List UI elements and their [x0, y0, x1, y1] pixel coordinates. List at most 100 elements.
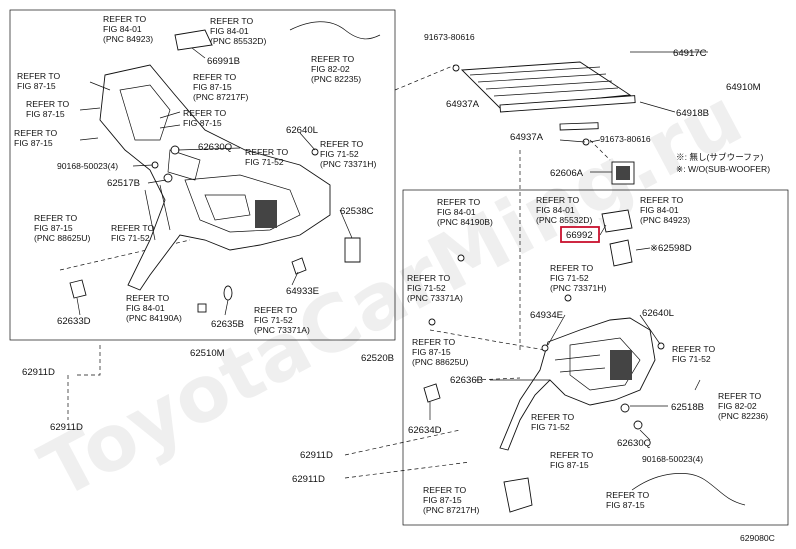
svg-text:REFER TO: REFER TO: [245, 147, 288, 157]
part-64937A-a[interactable]: 64937A: [446, 99, 480, 110]
part-62911D-b[interactable]: 62911D: [50, 422, 83, 433]
svg-text:FIG 87-15: FIG 87-15: [14, 138, 53, 148]
svg-text:FIG 87-15: FIG 87-15: [17, 81, 56, 91]
part-62630Q-left[interactable]: 62630Q: [198, 142, 232, 153]
part-62598D[interactable]: ※62598D: [650, 243, 692, 254]
svg-text:REFER TO: REFER TO: [193, 72, 236, 82]
clip-62517B: [163, 173, 173, 183]
svg-text:(PNC 87217H): (PNC 87217H): [423, 505, 479, 515]
clip-62640L-right: [657, 342, 665, 350]
part-62606A[interactable]: 62606A: [550, 168, 584, 179]
part-62640L-right[interactable]: 62640L: [642, 308, 675, 319]
ref-r24: REFER TO FIG 87-15: [550, 450, 593, 470]
svg-text:FIG 71-52: FIG 71-52: [550, 273, 589, 283]
svg-text:REFER TO: REFER TO: [320, 139, 363, 149]
connector-line: [589, 139, 611, 161]
clip-62630Q-left: [170, 145, 180, 155]
bracket-62606A-fill: [616, 166, 630, 180]
left-group-frame: [9, 9, 396, 341]
part-64934E[interactable]: 64934E: [530, 310, 563, 321]
part-62911D-a[interactable]: 62911D: [22, 367, 55, 378]
svg-text:REFER TO: REFER TO: [407, 273, 450, 283]
bracket-87217H: [503, 477, 533, 513]
svg-text:FIG 71-52: FIG 71-52: [531, 422, 570, 432]
part-62636B[interactable]: 62636B: [450, 375, 483, 386]
svg-text:(PNC 73371H): (PNC 73371H): [550, 283, 606, 293]
part-66992[interactable]: 66992: [566, 230, 593, 241]
connector-line: [429, 329, 546, 351]
part-62633D[interactable]: 62633D: [57, 316, 91, 327]
svg-text:(PNC 88625U): (PNC 88625U): [412, 357, 468, 367]
part-62630Q-right[interactable]: 62630Q: [617, 438, 651, 449]
clip-84190A: [197, 303, 207, 313]
clip-62634D: [423, 383, 441, 403]
clip-64934E: [541, 344, 549, 352]
harness-82235: [289, 21, 381, 40]
ref-r13: REFER TO FIG 84-01 (PNC 84190A): [126, 293, 182, 323]
part-62634D[interactable]: 62634D: [408, 425, 442, 436]
svg-text:(PNC 85532D): (PNC 85532D): [536, 215, 592, 225]
drawing-code: 629080C: [740, 533, 775, 543]
part-64918B[interactable]: 64918B: [676, 108, 709, 119]
clip-62518B: [620, 403, 630, 413]
right-group-frame: [402, 189, 789, 526]
svg-text:REFER TO: REFER TO: [718, 391, 761, 401]
group-62510M[interactable]: 62510M: [190, 348, 225, 359]
part-64933E[interactable]: 64933E: [286, 286, 319, 297]
svg-text:(PNC 84923): (PNC 84923): [640, 215, 690, 225]
highlight-box-66992: [560, 226, 600, 243]
connector-line: [344, 429, 461, 456]
connector-line: [344, 461, 471, 479]
svg-text:REFER TO: REFER TO: [412, 337, 455, 347]
group-62520B[interactable]: 62520B: [361, 353, 394, 364]
part-62911D-c[interactable]: 62911D: [300, 450, 333, 461]
ref-r25: REFER TO FIG 87-15 (PNC 87217H): [423, 485, 479, 515]
svg-text:FIG 87-15: FIG 87-15: [412, 347, 451, 357]
svg-text:REFER TO: REFER TO: [210, 16, 253, 26]
svg-text:(PNC 84923): (PNC 84923): [103, 34, 153, 44]
part-66991B[interactable]: 66991B: [207, 56, 240, 67]
part-91673-a[interactable]: 91673-80616: [424, 32, 475, 42]
part-62538C[interactable]: 62538C: [340, 206, 374, 217]
svg-text:REFER TO: REFER TO: [17, 71, 60, 81]
svg-text:FIG 84-01: FIG 84-01: [210, 26, 249, 36]
svg-text:FIG 71-52: FIG 71-52: [672, 354, 711, 364]
ref-r22: REFER TO FIG 71-52: [531, 412, 574, 432]
ref-r2: REFER TO FIG 84-01 (PNC 85532D): [210, 16, 266, 46]
svg-text:REFER TO: REFER TO: [606, 490, 649, 500]
speaker-grille: [255, 200, 277, 228]
part-62518B[interactable]: 62518B: [671, 402, 704, 413]
svg-text:FIG 87-15: FIG 87-15: [26, 109, 65, 119]
part-62635B[interactable]: 62635B: [211, 319, 244, 330]
part-64917C[interactable]: 64917C: [673, 48, 707, 59]
ref-r6: REFER TO FIG 87-15 (PNC 87217F): [193, 72, 249, 102]
part-90168-left[interactable]: 90168-50023(4): [57, 161, 118, 171]
svg-text:(PNC 73371A): (PNC 73371A): [407, 293, 463, 303]
ref-r11: REFER TO FIG 87-15 (PNC 88625U): [34, 213, 90, 243]
svg-text:FIG 87-15: FIG 87-15: [606, 500, 645, 510]
part-64937A-b[interactable]: 64937A: [510, 132, 544, 143]
right-leader-lines: [429, 51, 708, 441]
svg-text:FIG 71-52: FIG 71-52: [111, 233, 150, 243]
svg-text:(PNC 87217F): (PNC 87217F): [193, 92, 249, 102]
right-quarter-trim-panel: [499, 317, 656, 451]
svg-text:FIG 87-15: FIG 87-15: [423, 495, 462, 505]
clip-73371A: [428, 318, 436, 326]
clip-62630Q-right: [633, 420, 643, 430]
connector-line: [394, 64, 456, 91]
part-64910M[interactable]: 64910M: [726, 82, 761, 93]
part-62517B[interactable]: 62517B: [107, 178, 140, 189]
svg-text:FIG 71-52: FIG 71-52: [407, 283, 446, 293]
ref-r19: REFER TO FIG 71-52 (PNC 73371H): [550, 263, 606, 293]
svg-text:FIG 71-52: FIG 71-52: [245, 157, 284, 167]
svg-text:FIG 84-01: FIG 84-01: [103, 24, 142, 34]
svg-text:(PNC 84190A): (PNC 84190A): [126, 313, 182, 323]
ref-r7: REFER TO FIG 87-15: [183, 108, 226, 128]
part-91673-b[interactable]: 91673-80616: [600, 134, 651, 144]
ref-r1: REFER TO FIG 84-01 (PNC 84923): [103, 14, 153, 44]
svg-text:REFER TO: REFER TO: [531, 412, 574, 422]
part-90168-right[interactable]: 90168-50023(4): [642, 454, 703, 464]
part-62640L-left[interactable]: 62640L: [286, 125, 319, 136]
part-62911D-d[interactable]: 62911D: [292, 474, 325, 485]
